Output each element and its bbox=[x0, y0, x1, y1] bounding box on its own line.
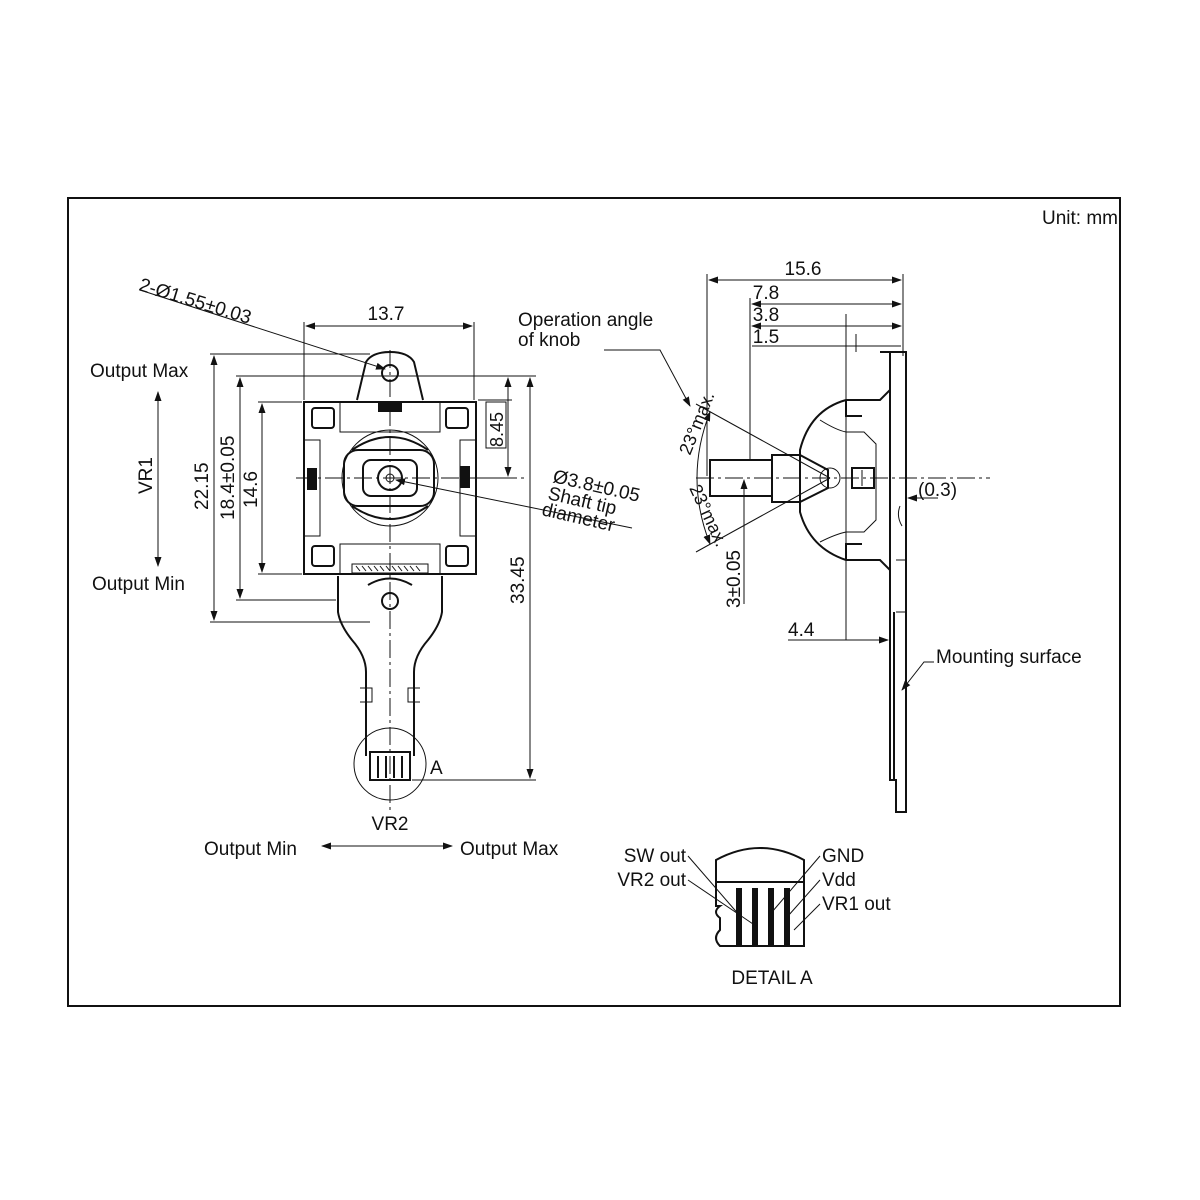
flex-connector-pins bbox=[377, 756, 403, 778]
dim-22-15: 22.15 bbox=[192, 462, 213, 510]
dim-7-8: 7.8 bbox=[753, 283, 779, 304]
vr2-output-min: Output Min bbox=[204, 839, 297, 860]
flex-cable bbox=[337, 576, 443, 756]
dim-18-4: 18.4±0.05 bbox=[218, 436, 239, 520]
corner-pad-tl bbox=[311, 407, 335, 429]
flex-notch-right bbox=[407, 687, 420, 703]
side-view: 15.6 7.8 3.8 1.5 Operation angle of knob bbox=[518, 259, 1082, 813]
pin-vdd-leader bbox=[787, 879, 821, 917]
detail-a-pin-3 bbox=[768, 888, 774, 946]
pin-vr2-out-leader bbox=[687, 879, 757, 927]
pin-sw-out-leader bbox=[687, 855, 741, 917]
flex-notch-left bbox=[360, 687, 373, 703]
shaft-callout-leader bbox=[395, 478, 633, 529]
detail-a-connector bbox=[715, 847, 805, 947]
pin-vr1-out-leader bbox=[793, 903, 821, 931]
width-dim-13-7: 13.7 bbox=[368, 304, 405, 325]
dim-15-6: 15.6 bbox=[785, 259, 822, 280]
dim-4-4: 4.4 bbox=[788, 620, 815, 641]
dim-14-6: 14.6 bbox=[241, 471, 262, 508]
dim-1-5: 1.5 bbox=[753, 327, 779, 348]
dim-33-45: 33.45 bbox=[508, 556, 529, 604]
dim-8-45-box bbox=[485, 401, 507, 449]
mounting-plate bbox=[889, 351, 907, 813]
angle-lower-line bbox=[695, 477, 831, 553]
angle-upper-line bbox=[695, 403, 831, 479]
mounting-surface-leader bbox=[901, 661, 934, 691]
side-housing-clip-bottom bbox=[845, 543, 862, 560]
mounting-surface-label: Mounting surface bbox=[936, 647, 1082, 668]
pin-vr2-out: VR2 out bbox=[617, 870, 686, 891]
hole-callout-leader bbox=[139, 289, 386, 370]
angle-arc bbox=[696, 411, 711, 545]
label-strip-hatch bbox=[355, 565, 421, 572]
detail-a-marker: A bbox=[430, 758, 443, 779]
vr1-label: VR1 bbox=[136, 457, 157, 494]
unit-label: Unit: mm bbox=[1042, 208, 1118, 229]
corner-pad-bl bbox=[311, 545, 335, 567]
drawing-frame bbox=[67, 197, 1121, 1007]
angle-upper: 23°max. bbox=[675, 389, 718, 458]
detail-a-pin-4 bbox=[784, 888, 790, 946]
side-housing-clip-top bbox=[845, 400, 862, 417]
vr1-output-max: Output Max bbox=[90, 361, 189, 382]
pin-vr1-out: VR1 out bbox=[822, 894, 891, 915]
corner-pad-tr bbox=[445, 407, 469, 429]
detail-a-title: DETAIL A bbox=[731, 968, 813, 989]
corner-pad-br bbox=[445, 545, 469, 567]
top-tab bbox=[378, 402, 402, 412]
vr1-output-min: Output Min bbox=[92, 574, 185, 595]
dim-0-3: (0.3) bbox=[918, 480, 957, 501]
front-view: A 2-Ø1.55±0.03 13.7 Output Max VR1 Outpu… bbox=[90, 275, 642, 860]
detail-a-pin-1 bbox=[736, 888, 742, 946]
operation-angle-label: Operation angle bbox=[518, 310, 653, 331]
dim-3-05: 3±0.05 bbox=[724, 550, 745, 608]
dim-3-8: 3.8 bbox=[753, 305, 779, 326]
side-housing-inner bbox=[819, 419, 877, 543]
pin-gnd: GND bbox=[822, 846, 864, 867]
right-side-terminal bbox=[460, 466, 470, 488]
dim-0-3-curve bbox=[897, 505, 903, 527]
vr2-output-max: Output Max bbox=[460, 839, 559, 860]
hole-callout: 2-Ø1.55±0.03 bbox=[137, 275, 254, 329]
pin-vdd: Vdd bbox=[822, 870, 856, 891]
detail-a: SW out VR2 out GND Vdd VR1 out DETAIL A bbox=[617, 846, 891, 989]
dim-8-45: 8.45 bbox=[487, 412, 507, 447]
pin-gnd-leader bbox=[771, 855, 821, 913]
left-side-terminal bbox=[307, 468, 317, 490]
vr2-label: VR2 bbox=[372, 814, 409, 835]
operation-angle-label-2: of knob bbox=[518, 330, 580, 351]
detail-a-pin-2 bbox=[752, 888, 758, 946]
operation-angle-leader bbox=[604, 349, 691, 407]
flex-bottom-bump bbox=[367, 577, 413, 586]
pin-sw-out: SW out bbox=[624, 846, 687, 867]
mounting-plate-lip bbox=[896, 559, 906, 613]
main-housing bbox=[303, 401, 477, 575]
